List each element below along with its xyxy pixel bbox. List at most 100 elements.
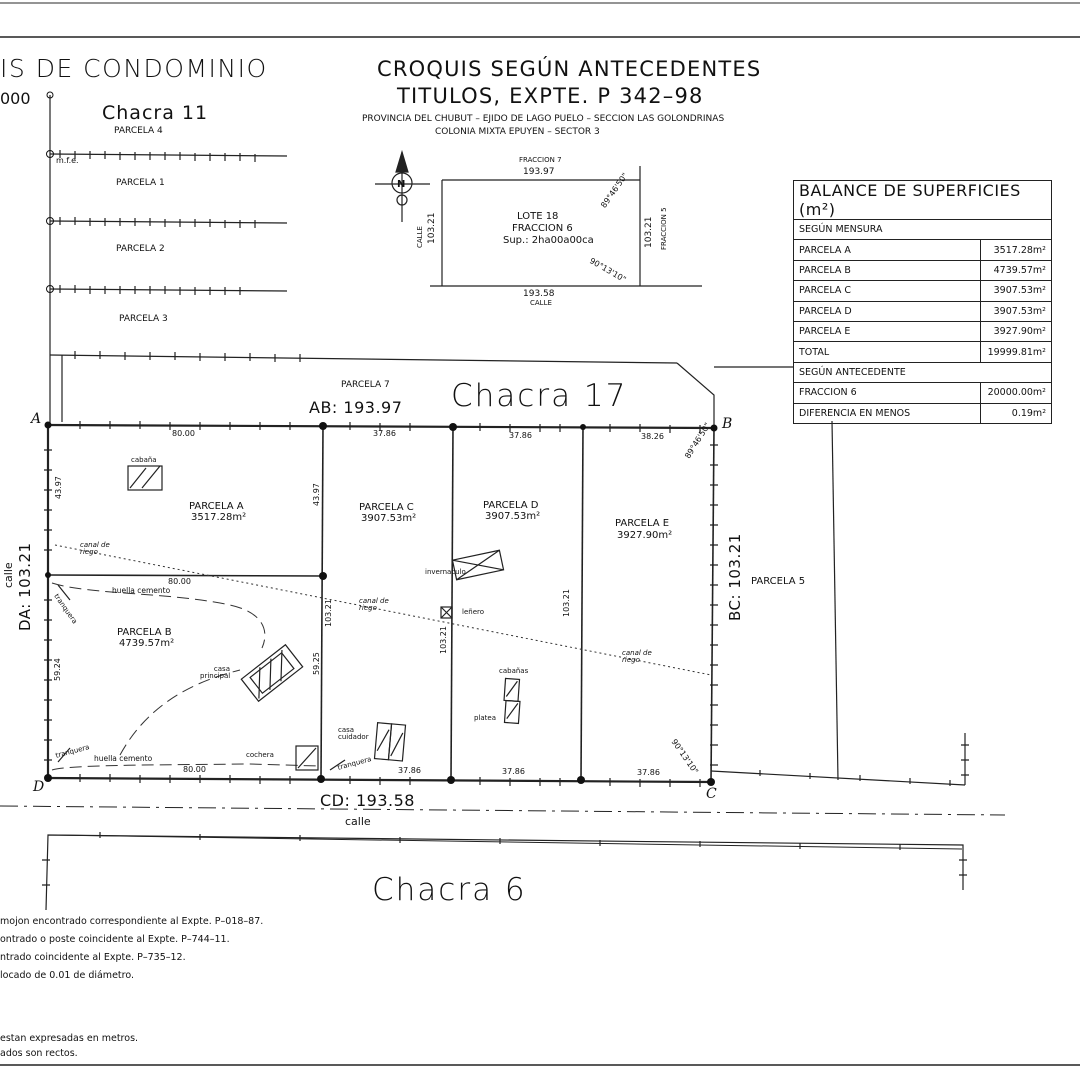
- vertex-b: B: [722, 416, 733, 432]
- parcela-a-name: PARCELA A: [189, 501, 244, 512]
- dim-bot-d: 37.86: [502, 767, 525, 776]
- dim-e-vertical: 103.21: [562, 589, 571, 617]
- inset-left-length: 103.21: [427, 212, 437, 245]
- parcela-d-area: 3907.53m²: [485, 511, 541, 522]
- row-label: DIFERENCIA EN MENOS: [793, 402, 981, 424]
- scale-fragment: 000: [0, 89, 31, 108]
- dim-ac-divider: 43.97: [312, 483, 321, 506]
- parcela-5-label: PARCELA 5: [751, 576, 806, 587]
- subtitle-2: COLONIA MIXTA EPUYEN – SECTOR 3: [435, 127, 600, 137]
- dim-d-vertical: 103.21: [439, 626, 448, 654]
- legend-line-2: ontrado o poste coincidente al Expte. P–…: [0, 934, 230, 945]
- dim-top-e: 38.26: [641, 432, 664, 441]
- chacra-17-label: Chacra 17: [451, 378, 628, 414]
- ab-length: AB: 193.97: [309, 398, 403, 417]
- parcela-e-area: 3927.90m²: [617, 530, 673, 541]
- row-value: 0.19m²: [980, 402, 1052, 424]
- legend-line-4: locado de 0.01 de diámetro.: [0, 970, 134, 981]
- balance-title: BALANCE DE SUPERFICIES (m²): [793, 180, 1052, 220]
- cabanas-label: cabañas: [499, 667, 529, 675]
- chacra-6-label: Chacra 6: [372, 872, 527, 908]
- huella-label-1: huella cemento: [112, 586, 171, 595]
- parcela-d-name: PARCELA D: [483, 500, 539, 511]
- legend-line-3: ntrado coincidente al Expte. P–735–12.: [0, 952, 186, 963]
- parcela-3-label: PARCELA 3: [119, 314, 168, 324]
- row-label: PARCELA C: [793, 280, 981, 302]
- casa-principal-label: casa principal: [200, 665, 231, 680]
- inset-bottom-length: 193.58: [523, 289, 555, 299]
- row-label: PARCELA B: [793, 259, 981, 282]
- row-value: 20000.00m²: [980, 382, 1052, 404]
- dim-top-c: 37.86: [373, 429, 396, 438]
- parcela-b-area: 4739.57m²: [119, 638, 175, 649]
- parcela-b-name: PARCELA B: [117, 627, 172, 638]
- row-label: FRACCION 6: [793, 382, 981, 404]
- balance-section-mensura: SEGÚN MENSURA: [793, 218, 1052, 241]
- balance-table: BALANCE DE SUPERFICIES (m²) SEGÚN MENSUR…: [793, 180, 1052, 424]
- legend-line-1: mojon encontrado correspondiente al Expt…: [0, 916, 264, 927]
- parcela-2-label: PARCELA 2: [116, 244, 165, 254]
- row-value: 4739.57m²: [980, 259, 1052, 282]
- inset-right-length: 103.21: [644, 216, 654, 249]
- row-label: PARCELA E: [793, 320, 981, 343]
- parcela-a-area: 3517.28m²: [191, 512, 247, 523]
- dim-top-a: 80.00: [172, 429, 195, 438]
- title-main-2: TITULOS, EXPTE. P 342–98: [397, 84, 704, 108]
- invernaculo-label: invernaculo: [425, 568, 466, 576]
- subtitle-1: PROVINCIA DEL CHUBUT – EJIDO DE LAGO PUE…: [362, 114, 725, 124]
- balance-section-antecedente: SEGÚN ANTECEDENTE: [793, 361, 1052, 384]
- note-line-1: estan expresadas en metros.: [0, 1033, 139, 1044]
- parcela-4-label: PARCELA 4: [114, 126, 163, 136]
- inset-calle-left: CALLE: [416, 226, 424, 248]
- dim-left-b: 59.24: [53, 658, 62, 681]
- note-line-2: ados son rectos.: [0, 1048, 78, 1059]
- row-label: TOTAL: [793, 341, 981, 363]
- row-value: 19999.81m²: [980, 341, 1052, 363]
- casa-cuidador-label: casa cuidador: [338, 726, 369, 741]
- row-value: 3517.28m²: [980, 239, 1052, 261]
- bc-length: BC: 103.21: [726, 533, 744, 621]
- calle-left-label: calle: [2, 562, 15, 588]
- cochera-label: cochera: [246, 751, 274, 759]
- row-label: PARCELA D: [793, 300, 981, 322]
- dim-top-d: 37.86: [509, 431, 532, 440]
- cabana-label: cabaña: [131, 456, 157, 464]
- vertex-d: D: [33, 779, 45, 795]
- parcela-c-name: PARCELA C: [359, 502, 414, 513]
- dim-left-a: 43.97: [54, 476, 63, 499]
- mfe-label: m.f.e.: [56, 156, 79, 165]
- platea-label: platea: [474, 714, 497, 722]
- row-value: 3907.53m²: [980, 280, 1052, 302]
- row-value: 3907.53m²: [980, 300, 1052, 322]
- canal-label-1: canal de riego: [80, 541, 110, 556]
- calle-bottom-label: calle: [345, 815, 371, 828]
- huella-label-2: huella cemento: [94, 754, 153, 763]
- canal-label-3: canal de riego: [622, 649, 652, 664]
- dim-bot-e: 37.86: [637, 768, 660, 777]
- chacra-11-label: Chacra 11: [102, 102, 209, 124]
- parcela-1-label: PARCELA 1: [116, 178, 165, 188]
- parcela-c-area: 3907.53m²: [361, 513, 417, 524]
- inset-lote: LOTE 18: [517, 211, 559, 222]
- dim-bc-divider: 59.25: [312, 652, 321, 675]
- inset-fraccion7: FRACCION 7: [519, 156, 562, 164]
- parcela-e-name: PARCELA E: [615, 518, 670, 529]
- row-value: 3927.90m²: [980, 320, 1052, 343]
- inset-fraccion6: FRACCION 6: [512, 223, 573, 234]
- lenero-label: leñero: [462, 608, 485, 616]
- inset-fraccion5: FRACCION 5: [660, 207, 668, 250]
- vertex-c: C: [706, 786, 717, 802]
- title-left: IS DE CONDOMINIO: [0, 54, 268, 83]
- canal-label-2: canal de riego: [359, 597, 389, 612]
- dim-bot-c: 37.86: [398, 766, 421, 775]
- inset-top-length: 193.97: [523, 167, 555, 177]
